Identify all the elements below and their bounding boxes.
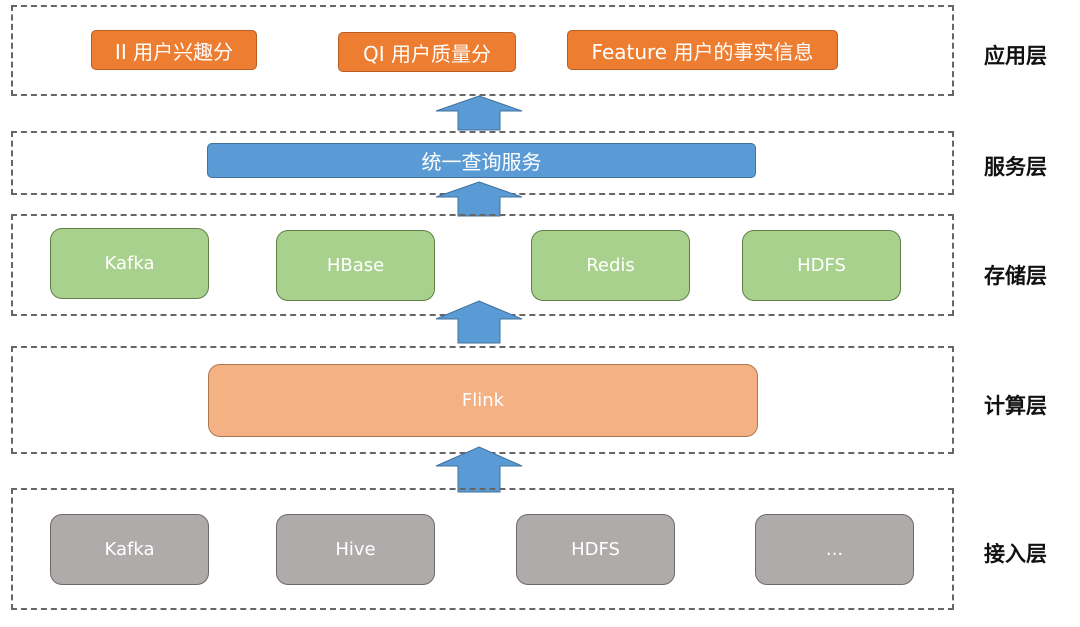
compute-box-flink: Flink [208,364,758,437]
access-layer-label: 接入层 [984,542,1047,566]
storage-layer-label: 存储层 [984,264,1047,288]
up-arrow-icon [435,300,523,344]
access-box-kafka: Kafka [50,514,209,585]
up-arrow-icon [435,181,523,217]
storage-box-kafka: Kafka [50,228,209,299]
access-box-hive: Hive [276,514,435,585]
access-layer-frame [11,488,954,610]
service-layer-label: 服务层 [984,155,1047,179]
application-layer-label: 应用层 [984,44,1047,68]
up-arrow-icon [435,446,523,493]
app-box-feature-facts: Feature 用户的事实信息 [567,30,838,70]
compute-layer-label: 计算层 [984,394,1047,418]
app-box-interest-score: II 用户兴趣分 [91,30,257,70]
storage-box-hbase: HBase [276,230,435,301]
app-box-quality-score: QI 用户质量分 [338,32,516,72]
unified-query-service-box: 统一查询服务 [207,143,756,178]
access-box-more: ... [755,514,914,585]
access-box-hdfs: HDFS [516,514,675,585]
storage-box-redis: Redis [531,230,690,301]
up-arrow-icon [435,95,523,131]
application-layer-frame [11,5,954,96]
storage-box-hdfs: HDFS [742,230,901,301]
